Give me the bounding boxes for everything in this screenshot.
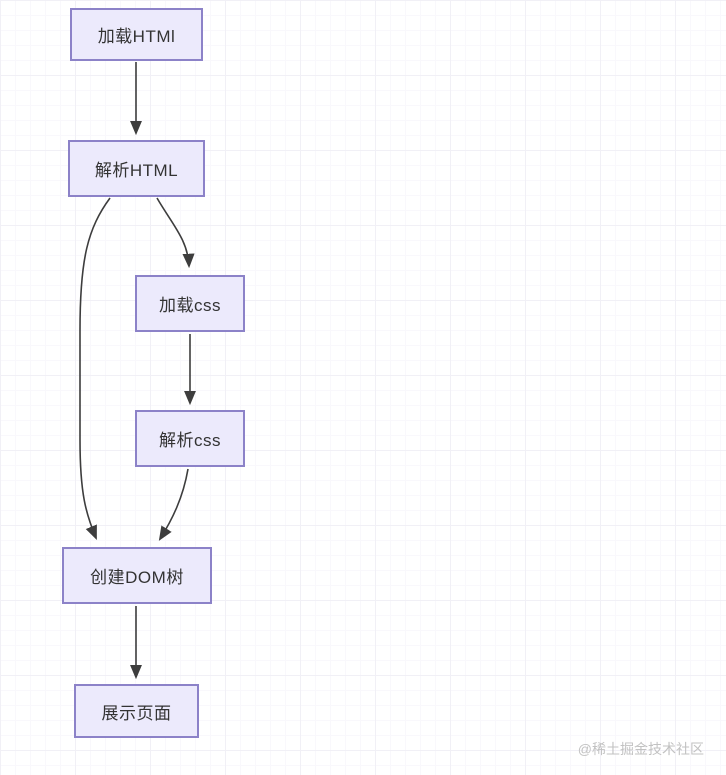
node-parse-html-label: 解析HTML (94, 161, 179, 180)
node-parse-html: 解析HTML (68, 140, 205, 197)
node-parse-css: 解析css (135, 410, 245, 467)
node-display-page-label: 展示页面 (101, 703, 172, 723)
watermark: @稀土掘金技术社区 (577, 741, 704, 757)
edge-parse-html-to-load-css (156, 197, 195, 269)
edge-parse-css-to-create-dom-tree (158, 468, 189, 541)
node-load-css: 加载css (135, 275, 245, 332)
edge-parse-html-to-create-dom-tree (79, 197, 111, 540)
node-create-dom-tree: 创建DOM树 (62, 547, 212, 604)
node-load-html-label: 加载HTMl (97, 27, 176, 46)
node-parse-css-label: 解析css (159, 431, 221, 450)
node-create-dom-tree-label: 创建DOM树 (90, 568, 184, 587)
node-load-html: 加载HTMl (70, 8, 203, 61)
node-load-css-label: 加载css (159, 296, 221, 315)
node-display-page: 展示页面 (74, 684, 199, 738)
